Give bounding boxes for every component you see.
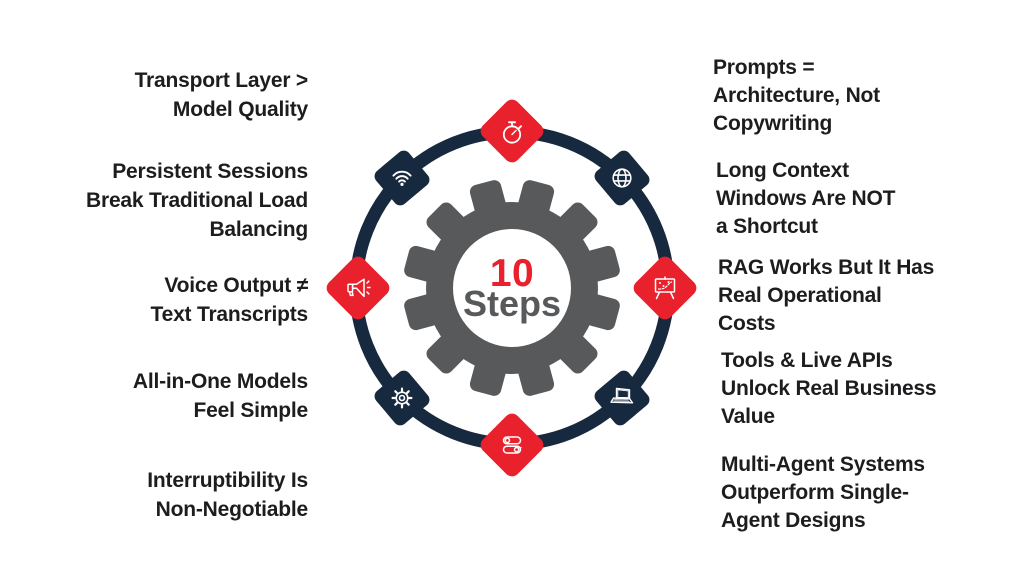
callout-line: Balancing bbox=[209, 218, 308, 241]
callout-rag-costs: RAG Works But It Has Real Operational Co… bbox=[718, 254, 934, 338]
callout-prompts-architecture: Prompts = Architecture, Not Copywriting bbox=[713, 54, 880, 138]
wifi-icon bbox=[392, 170, 412, 186]
callout-line: Tools & Live APIs bbox=[721, 349, 893, 372]
callout-line: a Shortcut bbox=[716, 215, 818, 238]
callout-line: Long Context bbox=[716, 159, 849, 182]
callout-persistent-sessions: Persistent Sessions Break Traditional Lo… bbox=[86, 157, 308, 244]
hub-label: Steps bbox=[463, 283, 561, 324]
hub-gear: 10 Steps bbox=[404, 180, 620, 396]
callout-line: Value bbox=[721, 405, 775, 428]
stopwatch-icon bbox=[502, 121, 522, 144]
node-left bbox=[326, 256, 390, 320]
globe-icon bbox=[612, 168, 632, 188]
callout-line: Model Quality bbox=[172, 98, 308, 121]
callout-line: Prompts = bbox=[713, 56, 815, 79]
callout-line: Break Traditional Load bbox=[86, 189, 308, 212]
toggles-icon bbox=[502, 436, 522, 454]
node-bottom bbox=[480, 413, 544, 477]
laptop-icon bbox=[610, 387, 634, 404]
presentation-chart-icon bbox=[654, 276, 676, 300]
callout-line: Agent Designs bbox=[721, 509, 866, 532]
hub-number: 10 bbox=[490, 252, 534, 295]
callout-line: Architecture, Not bbox=[713, 84, 880, 107]
callout-line: Text Transcripts bbox=[150, 303, 309, 326]
callout-voice-output: Voice Output ≠ Text Transcripts bbox=[150, 271, 309, 329]
node-top-left bbox=[374, 150, 430, 206]
node-top bbox=[480, 99, 544, 163]
callout-line: Outperform Single- bbox=[721, 481, 909, 504]
callout-line: Copywriting bbox=[713, 112, 833, 135]
callout-transport-layer: Transport Layer > Model Quality bbox=[134, 66, 309, 124]
megaphone-icon bbox=[347, 278, 371, 298]
callout-long-context: Long Context Windows Are NOT a Shortcut bbox=[716, 157, 895, 241]
callout-line: Unlock Real Business bbox=[721, 377, 937, 400]
callout-line: Voice Output ≠ bbox=[164, 274, 308, 297]
hub-center-disc bbox=[453, 229, 571, 347]
node-bottom-left bbox=[374, 370, 430, 426]
callout-line: Persistent Sessions bbox=[112, 160, 308, 183]
node-top-right bbox=[594, 150, 650, 206]
callout-line: Feel Simple bbox=[193, 399, 308, 422]
callout-line: Transport Layer > bbox=[134, 69, 309, 92]
callout-tools-apis: Tools & Live APIs Unlock Real Business V… bbox=[721, 347, 937, 431]
callout-line: Costs bbox=[718, 312, 776, 335]
callout-interruptibility: Interruptibility Is Non-Negotiable bbox=[147, 466, 308, 524]
callout-line: Real Operational bbox=[718, 284, 882, 307]
node-bottom-right bbox=[594, 370, 650, 426]
callout-line: All-in-One Models bbox=[132, 370, 308, 393]
callout-line: Multi-Agent Systems bbox=[721, 453, 925, 476]
callout-line: RAG Works But It Has bbox=[718, 256, 935, 279]
callout-multi-agent: Multi-Agent Systems Outperform Single- A… bbox=[721, 451, 925, 535]
callout-line: Interruptibility Is bbox=[147, 469, 308, 492]
callout-line: Windows Are NOT bbox=[716, 187, 896, 210]
node-right bbox=[633, 256, 697, 320]
callout-all-in-one-models: All-in-One Models Feel Simple bbox=[133, 367, 308, 425]
gear-icon bbox=[391, 387, 413, 409]
callout-line: Non-Negotiable bbox=[155, 498, 309, 521]
